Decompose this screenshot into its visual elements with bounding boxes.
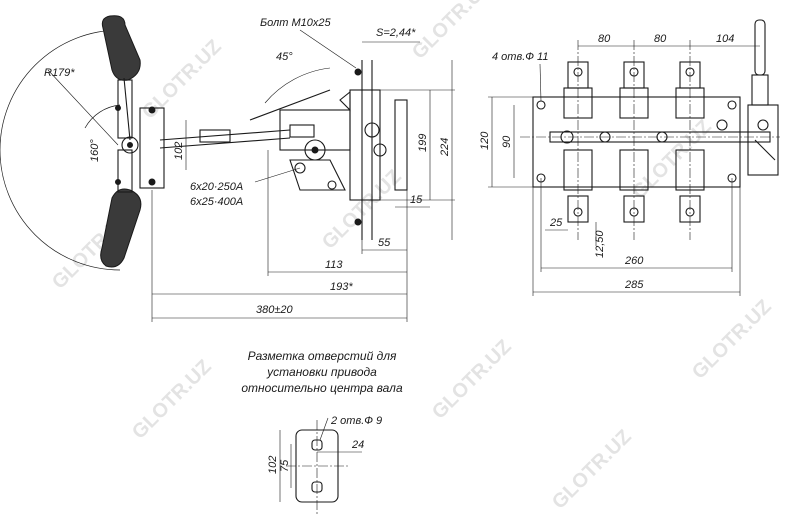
radius-label: R179*: [44, 67, 75, 79]
mounting-hole: [536, 100, 546, 110]
hole-layout-detail: 2 отв.Ф 9 24 102 75: [267, 415, 382, 515]
lever-pivot: [757, 119, 769, 131]
bracket-bolt: [115, 179, 121, 185]
shaft-circle: [373, 143, 387, 157]
bolt-leader: [299, 29, 357, 69]
switch-lever-handle: [754, 19, 766, 76]
holes-9-leader: [319, 417, 329, 441]
bolt-head: [354, 218, 362, 226]
rating-leader: [254, 167, 301, 183]
shaft-collar: [716, 119, 728, 131]
plate-hole: [327, 180, 337, 190]
dim-15-label: 15: [410, 194, 423, 206]
radius-leader: [47, 69, 119, 146]
dim-285-label: 285: [624, 279, 644, 291]
dim-24-label: 24: [351, 439, 364, 451]
caption-line-1: Разметка отверстий для: [248, 349, 397, 363]
dim-260-label: 260: [624, 255, 644, 267]
pivot-center: [311, 146, 319, 154]
side-plate: [394, 99, 408, 191]
angle-160-label: 160°: [89, 139, 101, 162]
rating-label-250a: 6х20·250А: [190, 181, 243, 193]
holes-leader: [539, 63, 542, 102]
lever-arm: [249, 89, 331, 121]
spring-clip: [339, 90, 351, 112]
shaft-circle: [364, 122, 380, 138]
watermark: GLOTR.UZ: [408, 0, 496, 64]
dim-199-label: 199: [417, 134, 429, 152]
connecting-rod: [159, 137, 291, 149]
dim-80a-label: 80: [598, 33, 611, 45]
dim-75-label: 75: [279, 459, 291, 472]
holes-11-label: 4 отв.Ф 11: [492, 51, 548, 63]
watermark: GLOTR.UZ: [688, 296, 776, 384]
watermark: GLOTR.UZ: [128, 356, 216, 444]
rating-label-400a: 6х25·400А: [190, 196, 243, 208]
switch-front-view: 80 80 104 4 отв.Ф 11 120 90 25 12,50 260…: [479, 19, 780, 296]
upper-handle-grip: [101, 15, 141, 81]
hub-center: [127, 142, 133, 148]
lever-link: [754, 139, 776, 161]
hub-circle: [121, 136, 139, 154]
s-thickness-label: S=2,44*: [376, 27, 416, 39]
watermark-layer: GLOTR.UZ GLOTR.UZ GLOTR.UZ GLOTR.UZ GLOT…: [48, 0, 776, 514]
dim-193-label: 193*: [330, 281, 353, 293]
dim-55-label: 55: [378, 237, 391, 249]
frame-plate: [349, 89, 381, 201]
angle-45-label: 45°: [276, 51, 293, 63]
watermark: GLOTR.UZ: [428, 336, 516, 424]
handle-drive-side-view: 102 45° Болт М10х25 S=2,44* 6х20·: [0, 15, 455, 322]
lever-block: [751, 74, 769, 106]
angle-arc: [84, 104, 121, 129]
caption-block: Разметка отверстий для установки привода…: [241, 349, 403, 395]
dim-380-label: 380±20: [256, 304, 294, 316]
angle-45-arc: [264, 67, 331, 104]
dim-104-label: 104: [716, 33, 734, 45]
mounting-hole: [727, 100, 737, 110]
dim-120-label: 120: [479, 131, 491, 150]
bracket-bolt: [148, 106, 156, 114]
dim-113-label: 113: [325, 259, 343, 271]
lever-housing: [747, 104, 779, 176]
watermark: GLOTR.UZ: [548, 426, 636, 514]
caption-line-3: относительно центра вала: [241, 381, 403, 395]
rod-coupler: [199, 129, 231, 143]
bolt-head: [354, 68, 362, 76]
bracket-bolt: [148, 178, 156, 186]
radius-arc: [0, 29, 121, 271]
dim-102-label: 102: [173, 142, 185, 160]
bolt-label: Болт М10х25: [260, 17, 331, 29]
dim-80b-label: 80: [654, 33, 667, 45]
dim-1250-label: 12,50: [594, 230, 606, 258]
upper-handle-arm: [123, 77, 131, 141]
dim-102-bottom-label: 102: [267, 456, 279, 474]
dim-25-label: 25: [549, 217, 563, 229]
plate-hole: [294, 162, 306, 174]
dim-90-label: 90: [501, 135, 513, 148]
caption-line-2: установки привода: [266, 365, 377, 379]
lever-block: [289, 124, 315, 138]
bracket-bolt: [115, 105, 121, 111]
lower-handle-bar: [117, 149, 133, 193]
holes-9-label: 2 отв.Ф 9: [330, 415, 382, 427]
mechanism-plate: [289, 159, 346, 191]
dim-224-label: 224: [439, 138, 451, 157]
lower-handle-grip: [100, 188, 142, 268]
connecting-rod: [159, 129, 291, 141]
